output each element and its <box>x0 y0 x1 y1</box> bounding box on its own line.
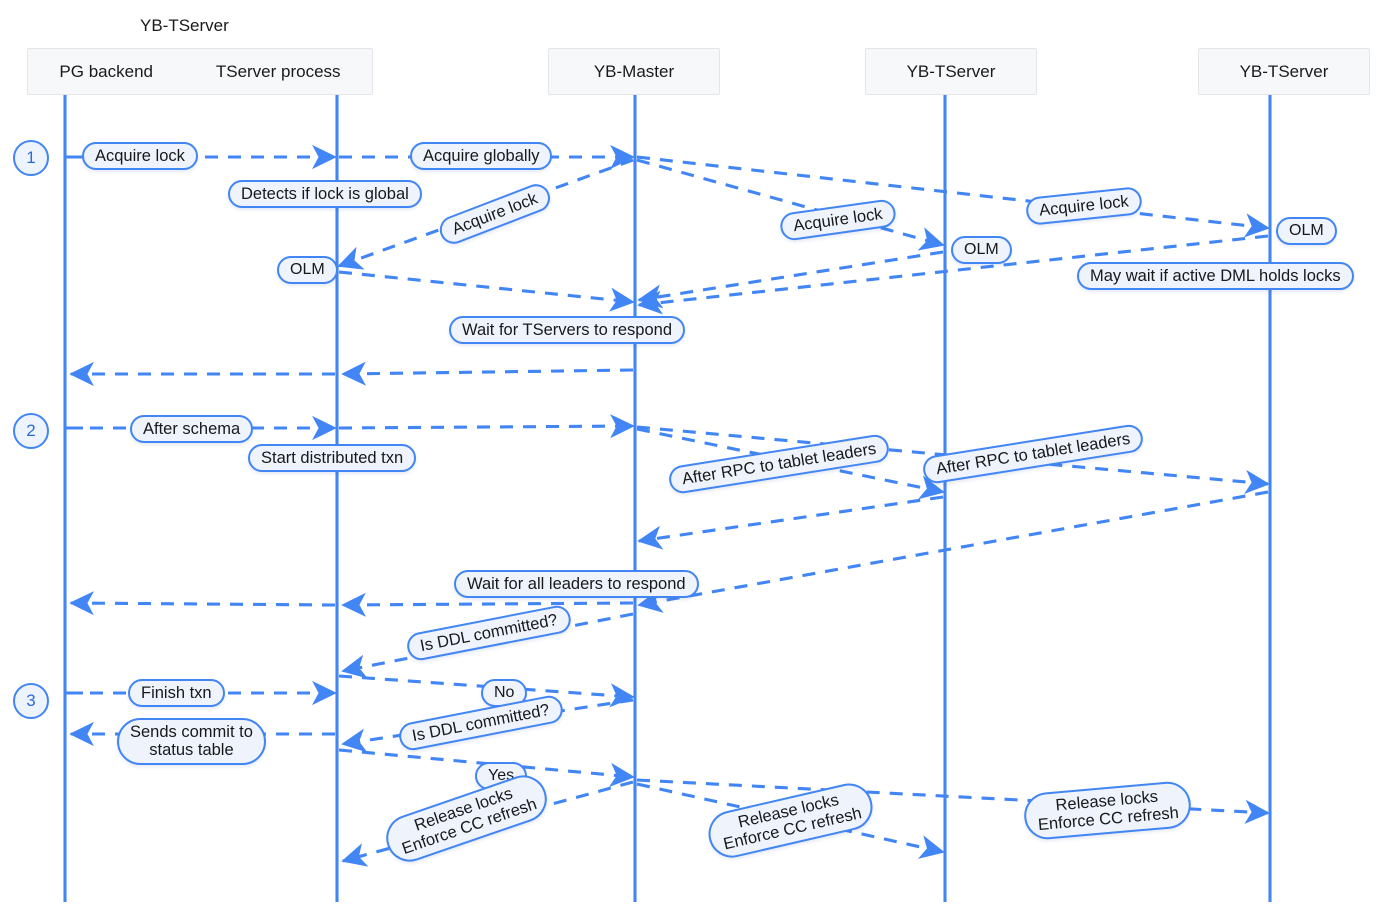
arrow-acquire-lock-mas-ts2 <box>636 155 1270 238</box>
arrow-ts-reply-pg-step2 <box>69 591 336 616</box>
group-caption: YB-TServer <box>140 16 229 35</box>
note-olm-tserver-1: OLM <box>951 236 1012 264</box>
arrow-ts-reply-mas <box>338 270 635 312</box>
participant-label-pg-backend: PG backend <box>59 61 153 81</box>
participant-box-yb-tserver-2: YB-TServer <box>1198 48 1370 95</box>
participant-box-tserver-group: PG backend TServer process <box>27 48 373 95</box>
arrow-ts1-reply-mas-step2 <box>637 495 944 550</box>
note-olm-tserver-2: OLM <box>1276 217 1337 245</box>
participant-label-tserver-process: TServer process <box>215 61 341 81</box>
arrow-ts2-reply-mas-step2 <box>637 490 1269 613</box>
participant-box-yb-master: YB-Master <box>548 48 720 95</box>
message-label-acquire-globally: Acquire globally <box>410 142 553 171</box>
arrow-ts1-reply-mas <box>637 250 944 309</box>
arrow-release-locks-mas-ts1 <box>636 782 945 859</box>
arrow-mas-reply-ts-step2 <box>341 592 634 617</box>
note-detects-if-lock-is-global: Detects if lock is global <box>228 180 422 209</box>
note-wait-for-all-leaders-to-respond: Wait for all leaders to respond <box>454 570 699 599</box>
participant-label-yb-tserver-2: YB-TServer <box>1239 61 1329 81</box>
note-wait-for-tservers-to-respond: Wait for TServers to respond <box>449 316 685 345</box>
pill-connectors <box>65 155 83 695</box>
step-number-2: 2 <box>13 413 49 449</box>
note-start-distributed-txn: Start distributed txn <box>248 444 417 473</box>
message-label-sends-commit-to-status-table: Sends commit to status table <box>117 718 266 765</box>
participant-label-yb-tserver-1: YB-TServer <box>906 61 996 81</box>
note-olm-tserver: OLM <box>277 256 338 284</box>
step-number-3: 3 <box>13 683 49 719</box>
step-number-1: 1 <box>13 140 49 176</box>
arrow-mas-reply-ts <box>341 361 634 386</box>
message-label-finish-txn: Finish txn <box>128 679 225 708</box>
arrow-acquire-lock-mas-ts <box>337 158 634 270</box>
arrow-acquire-lock-mas-ts1 <box>636 158 945 251</box>
lifelines <box>63 95 1272 902</box>
participant-label-yb-master: YB-Master <box>593 61 675 81</box>
participant-box-yb-tserver-1: YB-TServer <box>865 48 1037 95</box>
arrow-after-rpc-mas-ts1 <box>636 427 945 500</box>
note-may-wait-if-active-dml: May wait if active DML holds locks <box>1077 262 1354 291</box>
arrow-ts-mas-step2 <box>338 414 635 439</box>
message-label-acquire-lock-1: Acquire lock <box>82 142 198 171</box>
message-label-after-schema: After schema <box>130 415 254 444</box>
